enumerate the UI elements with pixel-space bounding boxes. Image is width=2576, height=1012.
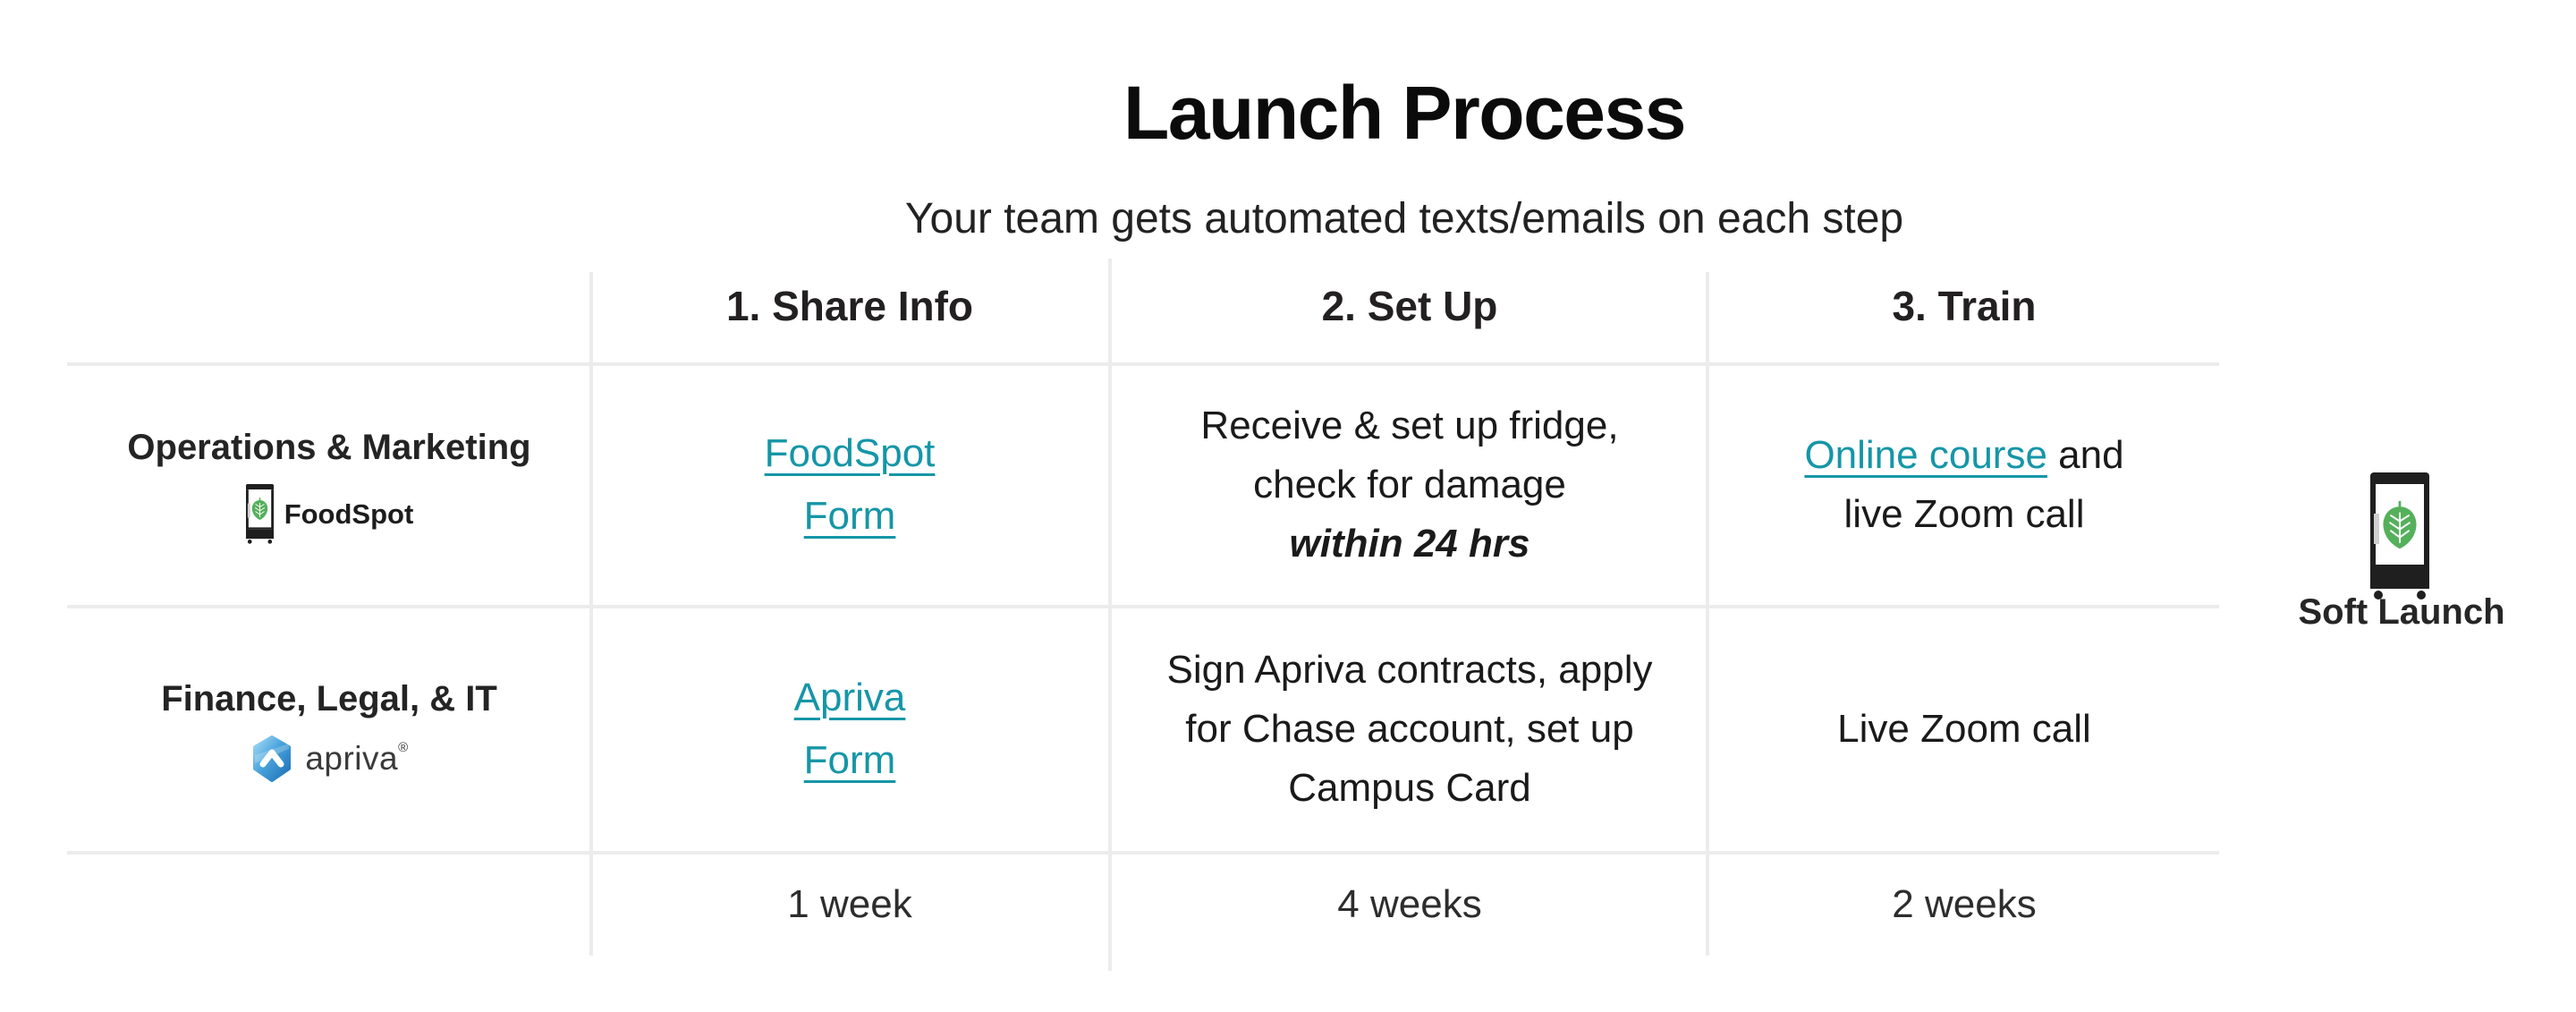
setup-line: Sign Apriva contracts, apply [1166, 647, 1653, 692]
setup-line: Campus Card [1288, 765, 1531, 810]
apriva-logo: apriva® [250, 735, 408, 782]
grid-line-vertical-1 [589, 272, 593, 956]
leaf-icon [2383, 500, 2417, 549]
apriva-wordmark: apriva® [305, 740, 408, 778]
online-course-link[interactable]: Online course [1804, 432, 2047, 477]
row-label-text: Operations & Marketing [127, 427, 531, 467]
grid-line-vertical-3 [1706, 272, 1709, 956]
duration-train: 2 weeks [1714, 855, 2215, 954]
duration-share-info: 1 week [594, 855, 1106, 954]
column-header-train: 3. Train [1892, 283, 2037, 329]
setup-line: check for damage [1253, 462, 1566, 506]
leaf-icon [251, 497, 267, 520]
page-title: Launch Process [1123, 71, 1686, 155]
registered-mark: ® [398, 739, 409, 755]
duration-set-up: 4 weeks [1116, 855, 1703, 954]
row-label-operations-marketing: Operations & Marketing [72, 367, 587, 602]
link-line: Form [803, 493, 896, 538]
duration-text: 1 week [787, 882, 912, 926]
link-line: Apriva [793, 675, 906, 719]
soft-launch-label: Soft Launch [2298, 592, 2505, 632]
row-label-finance-legal-it: Finance, Legal, & IT apriva® [72, 609, 587, 848]
train-line: Online course and [1804, 426, 2123, 485]
grid-line-vertical-2 [1108, 259, 1112, 971]
column-header-share-info: 1. Share Info [725, 283, 974, 329]
cell-set-up-operations: Receive & set up fridge, check for damag… [1116, 367, 1703, 602]
column-header-set-up: 2. Set Up [1321, 283, 1498, 329]
page-subtitle: Your team gets automated texts/emails on… [904, 195, 1904, 242]
foodspot-logo: FoodSpot [245, 483, 414, 545]
setup-emphasis: within 24 hrs [1289, 521, 1530, 566]
duration-text: 4 weeks [1337, 882, 1482, 926]
train-line: live Zoom call [1843, 491, 2085, 536]
cell-train-operations: Online course and live Zoom call [1714, 367, 2215, 602]
soft-launch-fridge-icon [2370, 472, 2429, 600]
foodspot-wordmark: FoodSpot [284, 497, 414, 530]
link-line: Form [803, 737, 896, 782]
cell-train-finance: Live Zoom call [1714, 609, 2215, 848]
grid-line-horizontal-header [67, 362, 2219, 366]
link-line: FoodSpot [764, 430, 936, 475]
cell-set-up-finance: Sign Apriva contracts, apply for Chase a… [1116, 609, 1703, 848]
setup-line: Receive & set up fridge, [1200, 403, 1619, 447]
grid-line-horizontal-row1 [67, 605, 2219, 608]
grid-line-horizontal-row2 [67, 851, 2219, 855]
apriva-hexagon-icon [253, 735, 292, 782]
row-label-text: Finance, Legal, & IT [161, 678, 497, 719]
foodspot-fridge-icon [245, 483, 274, 545]
train-line: Live Zoom call [1837, 706, 2091, 751]
train-line-rest: and [2046, 432, 2124, 477]
setup-line: for Chase account, set up [1185, 706, 1634, 751]
apriva-wordmark-text: apriva [305, 739, 399, 777]
duration-text: 2 weeks [1892, 882, 2037, 926]
